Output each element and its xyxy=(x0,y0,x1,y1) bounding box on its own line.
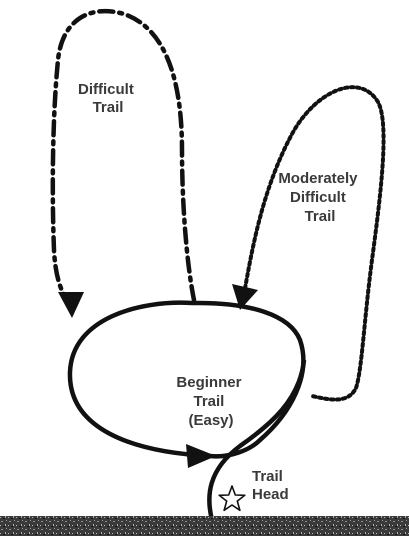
moderate-trail-label-line-2: Difficult xyxy=(290,189,346,206)
moderate-trail-label-line-3: Trail xyxy=(305,208,336,225)
ground-strip xyxy=(0,516,409,536)
beginner-trail-loop xyxy=(67,300,306,459)
trail-head-label: Trail Head xyxy=(252,468,289,503)
beginner-trail-label-line-2: Trail xyxy=(193,393,224,410)
star-outline-icon xyxy=(218,485,246,512)
difficult-trail-label: Difficult Trail xyxy=(78,81,138,116)
difficult-trail-label-line-2: Trail xyxy=(93,99,124,116)
moderate-trail-arrow xyxy=(232,284,258,310)
beginner-trail-label-line-1: Beginner xyxy=(176,374,241,391)
beginner-trail-label-line-3: (Easy) xyxy=(188,412,233,429)
moderate-trail-label-line-1: Moderately xyxy=(278,170,358,187)
difficult-trail-path xyxy=(50,8,197,303)
difficult-trail-arrow xyxy=(58,292,84,318)
moderate-trail-label: Moderately Difficult Trail xyxy=(278,170,361,225)
moderate-trail-path xyxy=(242,85,386,402)
trail-head-label-line-2: Head xyxy=(252,486,289,503)
difficult-trail-label-line-1: Difficult xyxy=(78,81,134,98)
trail-head-label-line-1: Trail xyxy=(252,468,283,485)
beginner-trail-arrow xyxy=(186,444,216,468)
trail-head-connector xyxy=(207,359,307,521)
beginner-trail-label: Beginner Trail (Easy) xyxy=(176,374,245,429)
